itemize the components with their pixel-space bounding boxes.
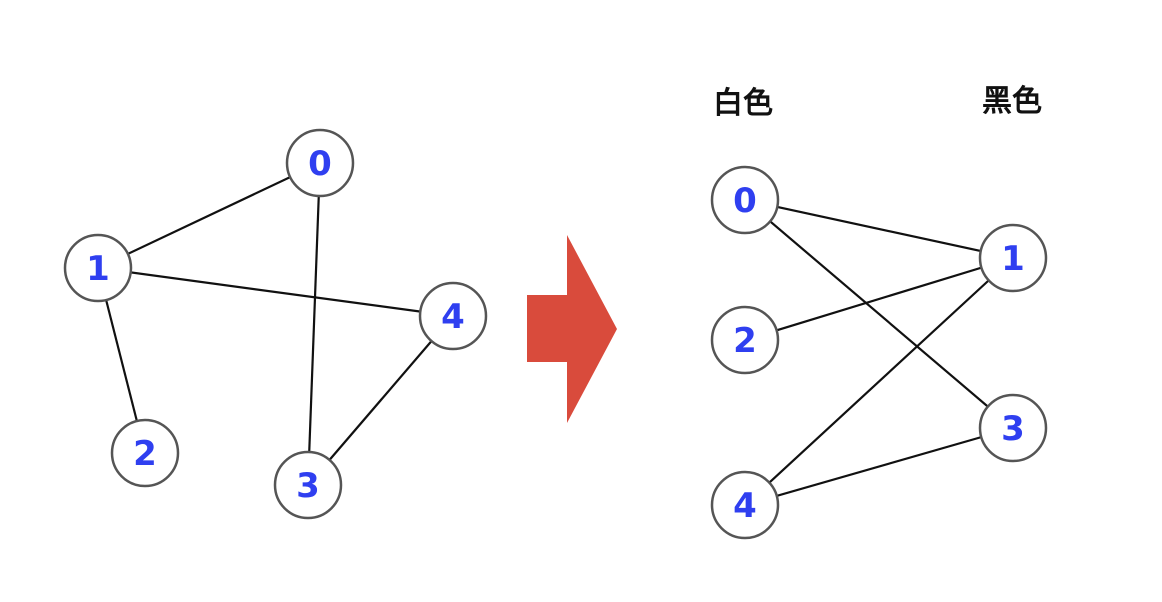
right-node-1: 1 (978, 223, 1048, 293)
left-node-1: 1 (63, 233, 133, 303)
node-label: 2 (733, 321, 757, 361)
right-edge-4-3 (744, 426, 1014, 507)
right-node-3: 3 (978, 393, 1048, 463)
node-circle (110, 418, 180, 488)
node-label: 4 (733, 486, 757, 526)
left-node-3: 3 (273, 450, 343, 520)
right-node-0: 0 (710, 165, 780, 235)
node-label: 0 (733, 181, 757, 221)
left-edge-1-4 (97, 266, 454, 318)
black-column-label: 黑色 (982, 84, 1042, 119)
right-edge-0-1 (744, 198, 1014, 260)
right-node-2: 2 (710, 305, 780, 375)
node-circle (978, 223, 1048, 293)
left-node-4: 4 (418, 281, 488, 351)
node-label: 1 (1001, 239, 1025, 279)
node-label: 2 (133, 434, 157, 474)
original-graph: 0 1 2 3 4 (63, 128, 488, 520)
right-node-4: 4 (710, 470, 780, 540)
node-circle (978, 393, 1048, 463)
node-circle (418, 281, 488, 351)
node-label: 1 (86, 249, 110, 289)
node-circle (273, 450, 343, 520)
left-node-2: 2 (110, 418, 180, 488)
node-label: 4 (441, 297, 465, 337)
node-circle (285, 128, 355, 198)
node-circle (710, 165, 780, 235)
node-label: 3 (296, 466, 320, 506)
transform-arrow (527, 235, 617, 423)
right-edge-0-3 (744, 199, 1014, 429)
left-edge-3-4 (307, 315, 454, 486)
left-node-0: 0 (285, 128, 355, 198)
node-circle (63, 233, 133, 303)
node-circle (710, 305, 780, 375)
node-circle (710, 470, 780, 540)
right-edge-2-1 (744, 256, 1014, 342)
white-column-label: 白色 (713, 86, 773, 121)
left-edge-0-1 (97, 162, 321, 269)
right-edge-4-1 (744, 257, 1014, 506)
bipartite-graph: 白色 黑色 0 2 4 1 3 (710, 84, 1048, 540)
node-label: 0 (308, 144, 332, 184)
left-edge-0-3 (306, 162, 322, 486)
node-label: 3 (1001, 409, 1025, 449)
